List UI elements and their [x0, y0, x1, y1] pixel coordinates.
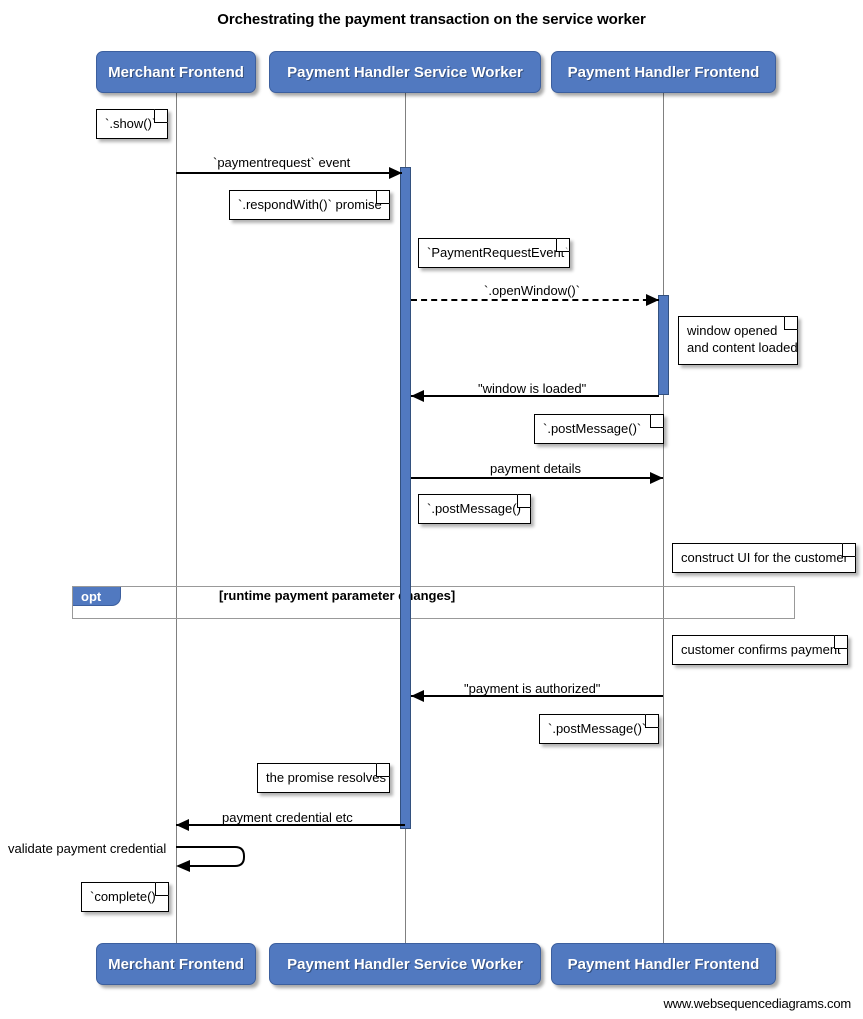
self-message-validate-payment-credential — [176, 846, 260, 883]
opt-fragment-guard: [runtime payment parameter changes] — [219, 588, 456, 603]
arrowhead-payment-credential-etc — [176, 819, 189, 831]
arrowhead-paymentrequest-event — [389, 167, 402, 179]
handler-frontend-activation — [658, 295, 669, 395]
participant-payment-handler-frontend-bottom[interactable]: Payment Handler Frontend — [551, 943, 776, 985]
participant-payment-handler-service-worker-top[interactable]: Payment Handler Service Worker — [269, 51, 541, 93]
note-complete: `complete()` — [81, 882, 169, 912]
message-label-window-is-loaded: "window is loaded" — [478, 381, 587, 396]
note-post-message-1: `.postMessage()` — [534, 414, 664, 444]
message-line-payment-credential-etc — [176, 824, 405, 826]
participant-merchant-frontend-top[interactable]: Merchant Frontend — [96, 51, 256, 93]
message-line-payment-is-authorized — [411, 695, 663, 697]
lifeline-payment-handler-frontend — [663, 93, 664, 943]
note-post-message-2: `.postMessage()` — [418, 494, 531, 524]
note-window-opened: window opened and content loaded — [678, 316, 798, 365]
message-label-payment-credential-etc: payment credential etc — [222, 810, 353, 825]
note-payment-request-event: `PaymentRequestEvent` — [418, 238, 570, 268]
lifeline-merchant-frontend — [176, 93, 177, 943]
note-show: `.show()` — [96, 109, 168, 139]
arrowhead-payment-details — [650, 472, 663, 484]
opt-fragment: opt [runtime payment parameter changes] — [72, 586, 795, 619]
arrowhead-window-is-loaded — [411, 390, 424, 402]
footer-attribution: www.websequencediagrams.com — [663, 996, 851, 1011]
message-label-paymentrequest-event: `paymentrequest` event — [213, 155, 351, 170]
message-label-payment-is-authorized: "payment is authorized" — [464, 681, 601, 696]
message-label-open-window: `.openWindow()` — [484, 283, 581, 298]
message-line-open-window — [411, 299, 659, 301]
note-respond-with: `.respondWith()` promise — [229, 190, 390, 220]
participant-payment-handler-frontend-top[interactable]: Payment Handler Frontend — [551, 51, 776, 93]
note-post-message-3: `.postMessage()` — [539, 714, 659, 744]
participant-payment-handler-service-worker-bottom[interactable]: Payment Handler Service Worker — [269, 943, 541, 985]
note-promise-resolves: the promise resolves — [257, 763, 390, 793]
arrowhead-payment-is-authorized — [411, 690, 424, 702]
note-customer-confirms: customer confirms payment — [672, 635, 848, 665]
opt-fragment-operator: opt — [73, 587, 121, 606]
message-label-payment-details: payment details — [490, 461, 582, 476]
message-line-paymentrequest-event — [176, 172, 402, 174]
participant-merchant-frontend-bottom[interactable]: Merchant Frontend — [96, 943, 256, 985]
service-worker-activation — [400, 167, 411, 829]
page-title: Orchestrating the payment transaction on… — [217, 11, 646, 28]
arrowhead-open-window — [646, 294, 659, 306]
self-message-label-validate-payment-credential: validate payment credential — [8, 841, 167, 856]
note-construct-ui: construct UI for the customer — [672, 543, 856, 573]
message-line-payment-details — [411, 477, 663, 479]
message-line-window-is-loaded — [411, 395, 659, 397]
